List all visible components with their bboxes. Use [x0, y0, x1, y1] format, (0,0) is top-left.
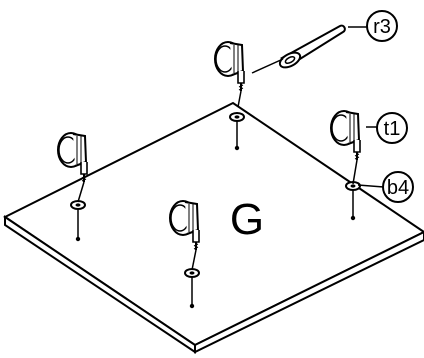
callout-t1: t1 [376, 112, 408, 144]
callout-b4: b4 [382, 171, 414, 203]
cam-lock-left [57, 132, 88, 203]
cam-lock-front [169, 200, 200, 271]
hole-right [345, 181, 361, 221]
callout-b4-label: b4 [387, 177, 409, 199]
callout-t1-label: t1 [384, 118, 401, 140]
hole-front [184, 268, 200, 309]
cam-lock-right [330, 110, 361, 185]
callout-leader-b4 [357, 184, 385, 188]
callout-r3: r3 [366, 10, 398, 42]
hole-back [229, 112, 245, 151]
hole-left [70, 200, 86, 242]
board-panel [3, 101, 424, 354]
callout-r3-label: r3 [373, 16, 391, 38]
cam-lock-back [214, 41, 245, 108]
wrench-icon [251, 24, 346, 74]
panel-label: G [230, 195, 264, 244]
